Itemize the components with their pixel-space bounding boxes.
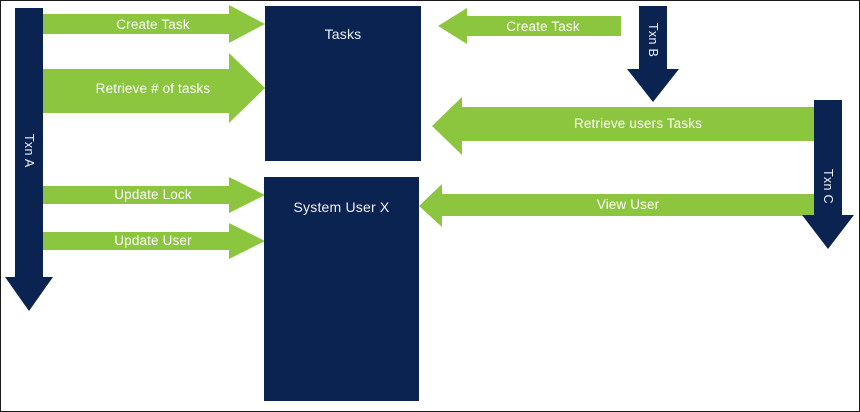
create-task-left-label: Create Task [116,17,190,32]
txn-b-label: Txn B [646,23,660,58]
txn-c-label: Txn C [821,169,835,204]
node-tasks[interactable]: Tasks [265,6,421,161]
update-lock-label: Update Lock [114,187,192,202]
retrieve-number-of-tasks-label: Retrieve # of tasks [95,81,211,96]
node-tasks-label: Tasks [324,26,362,42]
txn-a-label: Txn A [22,134,36,168]
create-task-right-label: Create Task [506,19,580,34]
node-system-user-x[interactable]: System User X [264,177,419,401]
view-user-label: View User [596,197,660,212]
node-system-user-x-label: System User X [293,199,390,215]
retrieve-users-tasks-label: Retrieve users Tasks [573,116,703,131]
update-user-label: Update User [114,233,192,248]
